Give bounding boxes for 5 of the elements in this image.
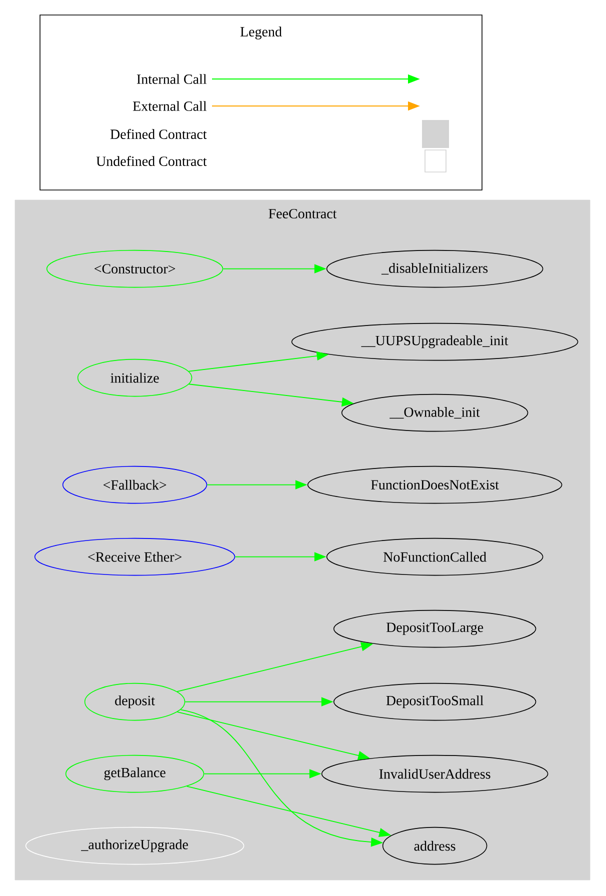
legend-label: Internal Call	[136, 74, 207, 84]
legend-title: Legend	[240, 26, 282, 40]
legend-label: Undefined Contract	[96, 156, 207, 166]
legend-label: Defined Contract	[110, 129, 207, 139]
legend-label: External Call	[132, 101, 207, 111]
